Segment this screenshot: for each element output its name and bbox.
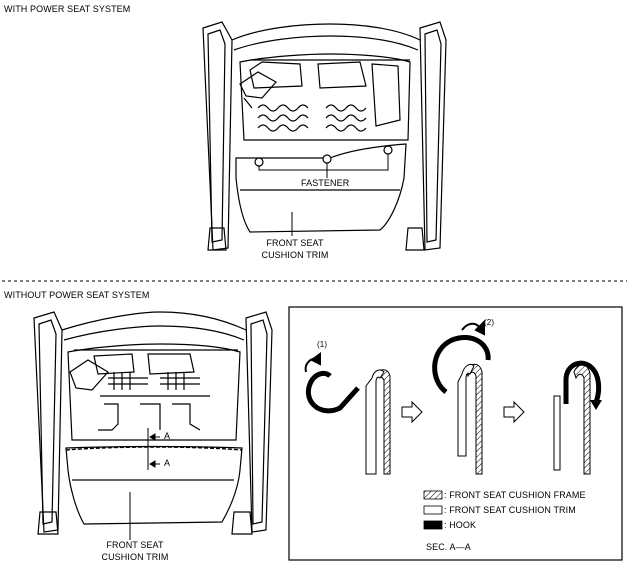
stage1-hook xyxy=(305,370,360,414)
section-marker-upper: A xyxy=(164,431,171,441)
trim-label-bottom-line2: CUSHION TRIM xyxy=(101,552,169,562)
seat-frame-bottom xyxy=(33,311,273,535)
trim-label-top-line1: FRONT SEAT xyxy=(266,238,324,248)
cushion-trim-bottom xyxy=(65,445,243,525)
legend-swatch-trim xyxy=(423,505,443,515)
fastener-points xyxy=(254,145,393,167)
section-lines xyxy=(65,428,243,540)
step1-label: (1) xyxy=(317,340,328,349)
stage3-hook-tip xyxy=(590,400,602,410)
section-title-with-power: WITH POWER SEAT SYSTEM xyxy=(4,4,131,14)
stage3-hook xyxy=(563,360,602,404)
seat-frame-top xyxy=(202,21,447,251)
trim-label-top-line2: CUSHION TRIM xyxy=(261,250,329,260)
legend-frame-label: : FRONT SEAT CUSHION FRAME xyxy=(444,490,586,500)
fastener-leaders xyxy=(258,154,389,236)
step-arrow-1 xyxy=(401,400,423,424)
section-title-without-power: WITHOUT POWER SEAT SYSTEM xyxy=(4,290,150,300)
stage3-trim xyxy=(553,395,561,471)
stage2-trim xyxy=(457,363,475,457)
legend-swatch-frame xyxy=(423,490,443,500)
step-arrow-2 xyxy=(503,400,525,424)
fastener-label: FASTENER xyxy=(301,178,350,188)
legend-trim-label: : FRONT SEAT CUSHION TRIM xyxy=(444,505,576,515)
legend-swatch-hook xyxy=(423,520,443,530)
legend-hook-label: : HOOK xyxy=(444,520,477,530)
trim-label-bottom-line1: FRONT SEAT xyxy=(106,540,164,550)
stage1-rotation-arrow xyxy=(304,352,321,373)
section-arrows xyxy=(149,433,160,468)
cushion-trim-top xyxy=(235,143,407,233)
detail-box xyxy=(288,306,623,561)
section-marker-lower: A xyxy=(164,458,171,468)
stage2-hook xyxy=(432,335,491,394)
stage2-rotation-arrow xyxy=(461,319,485,336)
section-caption: SEC. A—A xyxy=(426,542,471,552)
step2-label: (2) xyxy=(484,318,495,327)
stage1-trim xyxy=(365,369,385,475)
